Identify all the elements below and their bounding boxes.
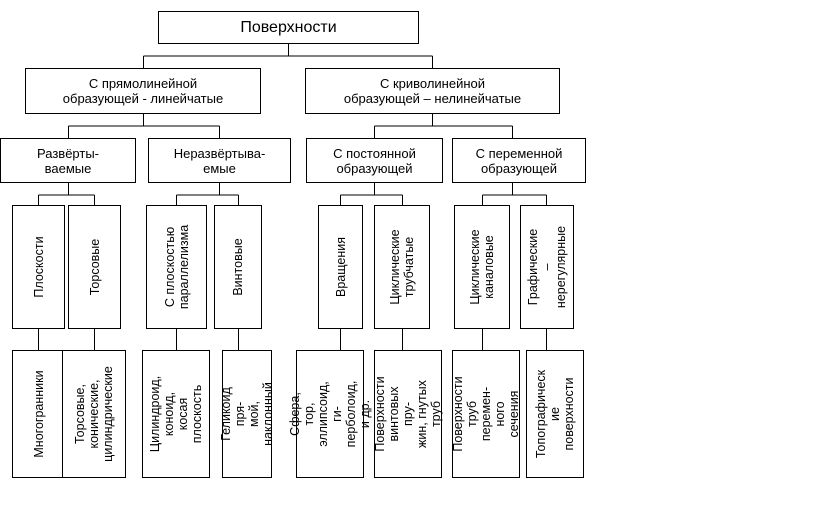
node-helical: Винтовые (214, 205, 262, 329)
leaf-spring-label: Поверхности винтовых пру- жин, гнутых тр… (373, 376, 443, 452)
leaf-topographic-label: Топографическ ие поверхности (534, 369, 576, 459)
connector-nerazv-level3 (176, 183, 239, 205)
leaf-polyhedra: Многогранники (12, 350, 65, 478)
leaf-polyhedra-label: Многогранники (31, 370, 46, 458)
node-linear-label: С прямолинейной образующей - линейчатые (62, 76, 224, 106)
node-developable: Развёрты- ваемые (0, 138, 136, 183)
node-planes: Плоскости (12, 205, 65, 329)
node-graphic-label: Графические – нерегулярные (526, 225, 568, 309)
node-parallelism-plane: С плоскостью параллелизма (146, 205, 207, 329)
node-linear-surfaces: С прямолинейной образующей - линейчатые (25, 68, 261, 114)
node-nondevelopable: Неразвёртыва- емые (148, 138, 291, 183)
leaf-helicoid: Геликоид пря- мой, наклонный (219, 350, 275, 478)
connector-razv-level3 (38, 183, 95, 205)
leaf-torse-types-label: Торсовые, конические, цилиндрические (73, 366, 115, 462)
root-node: Поверхности (158, 11, 419, 44)
node-torses: Торсовые (68, 205, 121, 329)
leaf-variable-pipes-label: Поверхности труб перемен- ного сечения (451, 376, 521, 452)
node-helical-label: Винтовые (231, 238, 245, 296)
node-cyclic-channel-label: Циклические каналовые (468, 229, 496, 305)
leaf-torse-types: Торсовые, конические, цилиндрические (62, 350, 126, 478)
connector-left-level2 (68, 114, 220, 138)
node-nonlinear-surfaces: С криволинейной образующей – нелинейчаты… (305, 68, 560, 114)
node-rotation-label: Вращения (333, 237, 348, 297)
node-graphic-irregular: Графические – нерегулярные (520, 205, 574, 329)
leaf-variable-pipes: Поверхности труб перемен- ного сечения (451, 350, 521, 478)
leaf-topographic: Топографическ ие поверхности (526, 350, 584, 478)
connector-right-level2 (374, 114, 513, 138)
leaf-sphere-label: Сфера, тор, эллипсоид, ги- перболоид, и … (288, 380, 372, 448)
node-variable-generatrix: С переменной образующей (452, 138, 586, 183)
leaf-spring-surfaces: Поверхности винтовых пру- жин, гнутых тр… (373, 350, 443, 478)
connector-post-level3 (340, 183, 403, 205)
node-parallelism-label: С плоскостью параллелизма (162, 224, 191, 310)
node-cyclic-tubular: Циклические трубчатые (374, 205, 430, 329)
leaf-helicoid-label: Геликоид пря- мой, наклонный (219, 382, 275, 446)
root-label: Поверхности (240, 19, 337, 36)
node-torses-label: Торсовые (87, 238, 102, 296)
node-rotation: Вращения (318, 205, 363, 329)
node-planes-label: Плоскости (31, 236, 46, 298)
node-nonlinear-label: С криволинейной образующей – нелинейчаты… (343, 76, 522, 106)
connector-root-level1 (143, 44, 433, 68)
node-constant-generatrix: С постоянной образующей (306, 138, 443, 183)
leaf-cylindroid-label: Цилиндроид, коноид, косая плоскость (148, 375, 204, 453)
leaf-cylindroid: Цилиндроид, коноид, косая плоскость (142, 350, 210, 478)
node-cyclic-tubular-label: Циклические трубчатые (388, 229, 416, 305)
leaf-sphere: Сфера, тор, эллипсоид, ги- перболоид, и … (288, 350, 372, 478)
node-constant-label: С постоянной образующей (333, 145, 416, 176)
node-cyclic-channel: Циклические каналовые (454, 205, 510, 329)
node-developable-label: Развёрты- ваемые (37, 145, 99, 176)
node-variable-label: С переменной образующей (475, 145, 563, 176)
node-nondevelopable-label: Неразвёртыва- емые (173, 145, 266, 176)
connector-perem-level3 (482, 183, 547, 205)
